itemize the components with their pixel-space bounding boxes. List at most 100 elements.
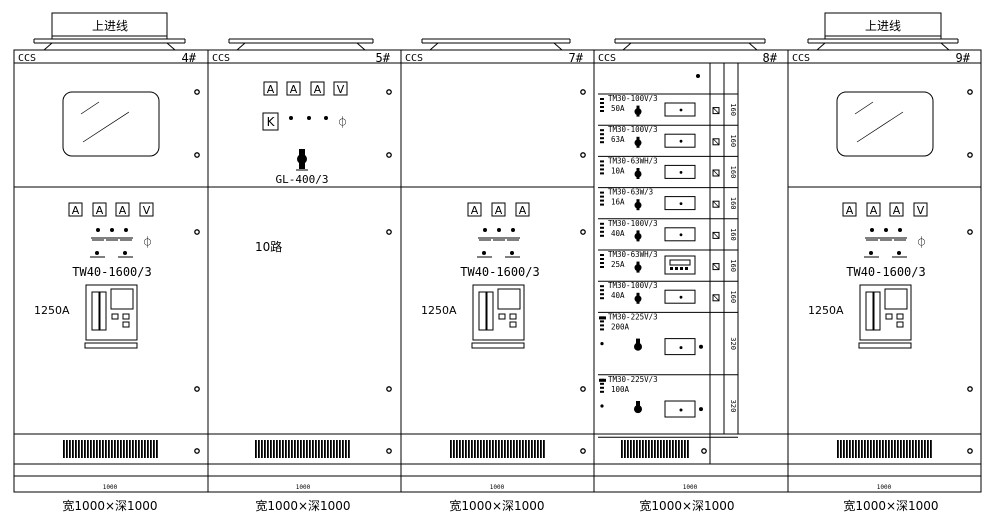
operating-handle-icon — [636, 292, 640, 304]
operating-handle-icon — [636, 136, 640, 148]
meter-button — [670, 267, 673, 270]
drawer-nameplate — [664, 102, 696, 117]
drawer-hatch — [600, 297, 604, 300]
drawer-button — [712, 263, 720, 271]
drawer-model: TM30-63W/3 — [608, 188, 653, 197]
drawer-hatch — [600, 289, 604, 292]
drawer-button — [712, 294, 720, 302]
dim-label-9: 1000 — [877, 484, 892, 491]
selector-switch-icon: ⏀ — [337, 115, 348, 129]
drawer-hatch — [600, 324, 604, 327]
drawer-model: TM30-100V/3 — [608, 281, 658, 290]
drawer-rating: 25A — [611, 260, 625, 269]
screw-icon — [967, 386, 973, 392]
voltmeter-label: V — [143, 204, 151, 217]
roof-incomer-label-4: 上进线 — [92, 19, 128, 33]
cabinet-outline — [13, 49, 982, 493]
cabinet-number-9: 9# — [956, 51, 971, 65]
roof-bar-5 — [228, 38, 374, 51]
drawer-hatch — [600, 141, 604, 144]
drawer-screw — [699, 344, 703, 349]
vent-4 — [63, 440, 159, 458]
voltmeter-label: V — [337, 83, 345, 96]
drawer-rating: 50A — [611, 104, 625, 113]
ammeter-label: A — [893, 204, 901, 217]
meter-button — [675, 267, 678, 270]
screw-icon — [386, 89, 392, 95]
drawer-hatch — [600, 195, 604, 198]
size-caption-4: 宽1000×深1000 — [62, 498, 157, 513]
screw-icon — [580, 152, 586, 158]
meter-row-7: A A A — [467, 202, 530, 217]
screw-icon — [580, 89, 586, 95]
drawer-indicator — [679, 295, 683, 299]
screw-icon — [580, 229, 586, 235]
screw-icon — [967, 229, 973, 235]
indicator-lamps-4: ⏀ — [90, 228, 153, 258]
drawer-indicator — [679, 108, 683, 112]
screw-icon — [967, 152, 973, 158]
drawer-height-label: 160 — [729, 197, 737, 210]
ammeter-label: A — [519, 204, 527, 217]
cabinet-label-9: CCS — [792, 53, 810, 64]
drawer-height-label: 160 — [729, 103, 737, 116]
drawer-hatch — [600, 285, 604, 288]
drawer-model: TM30-100V/3 — [608, 94, 658, 103]
panel-screws — [194, 89, 973, 454]
vent-5 — [255, 440, 350, 458]
panel-9: A A A V ⏀ TW40-1600/3 1250A 1000 宽 — [808, 91, 939, 513]
drawer-hatch — [600, 258, 604, 260]
drawer-button — [712, 231, 720, 239]
drawer-height-label: 160 — [729, 134, 737, 147]
operating-handle-icon — [636, 105, 640, 117]
drawer-nameplate — [664, 338, 696, 356]
drawer-hatch — [600, 110, 604, 112]
meter-row-9: A A A V — [842, 202, 928, 217]
rotary-handle-icon — [296, 149, 308, 171]
operating-handle-icon — [636, 168, 640, 179]
screw-icon — [194, 229, 200, 235]
panel-4: A A A V ⏀ TW40-1600/3 1250A 1000 宽 — [34, 91, 160, 513]
indicator-lamps-9: ⏀ — [864, 228, 927, 258]
drawer-nameplate — [664, 164, 696, 179]
ammeter-label: A — [96, 204, 104, 217]
drawer-rating: 40A — [611, 229, 625, 238]
inspection-window — [836, 91, 934, 157]
drawer-nameplate — [664, 133, 696, 148]
meter-row-4: A A A V — [68, 202, 154, 217]
roof-incomer-4: 上进线 — [33, 12, 186, 51]
drawer-height-label: 160 — [729, 166, 737, 179]
drawer-height-label: 160 — [729, 290, 737, 303]
drawer-hatch — [600, 390, 604, 393]
cabinet-number-8: 8# — [763, 51, 778, 65]
drawer-nameplate — [664, 196, 696, 211]
drawer-height-label: 160 — [729, 228, 737, 241]
drawer-hatch — [600, 382, 604, 385]
operating-handle-icon — [636, 401, 640, 412]
ammeter-label: A — [72, 204, 80, 217]
drawer-latch — [599, 378, 606, 382]
drawer-button — [712, 294, 720, 302]
drawer-button — [712, 200, 720, 208]
drawer-indicator — [679, 202, 683, 206]
ammeter-label: A — [290, 83, 298, 96]
drawer-model: TM30-63WH/3 — [608, 250, 658, 259]
drawer-model: TM30-63WH/3 — [608, 156, 658, 165]
drawer-hatch — [600, 199, 604, 202]
drawer-nameplate — [664, 400, 696, 418]
drawer-hatch — [600, 328, 604, 331]
drawer-screw — [600, 404, 604, 408]
drawer-button — [712, 232, 720, 239]
voltmeter-label: V — [917, 204, 925, 217]
header-labels: CCS 4# CCS 5# CCS 7# CCS 8# CCS 9# — [18, 51, 971, 65]
ammeter-label: A — [846, 204, 854, 217]
drawer-rating: 100A — [611, 385, 630, 394]
dim-label-8: 1000 — [683, 484, 698, 491]
meter-row-5: A A A V — [263, 81, 348, 96]
selector-switch-icon: ⏀ — [916, 235, 927, 249]
drawer-hatch — [600, 254, 604, 256]
drawer-model: TM30-225V/3 — [608, 375, 658, 384]
drawer-nameplate — [664, 289, 696, 304]
drawer-screw — [699, 407, 703, 412]
